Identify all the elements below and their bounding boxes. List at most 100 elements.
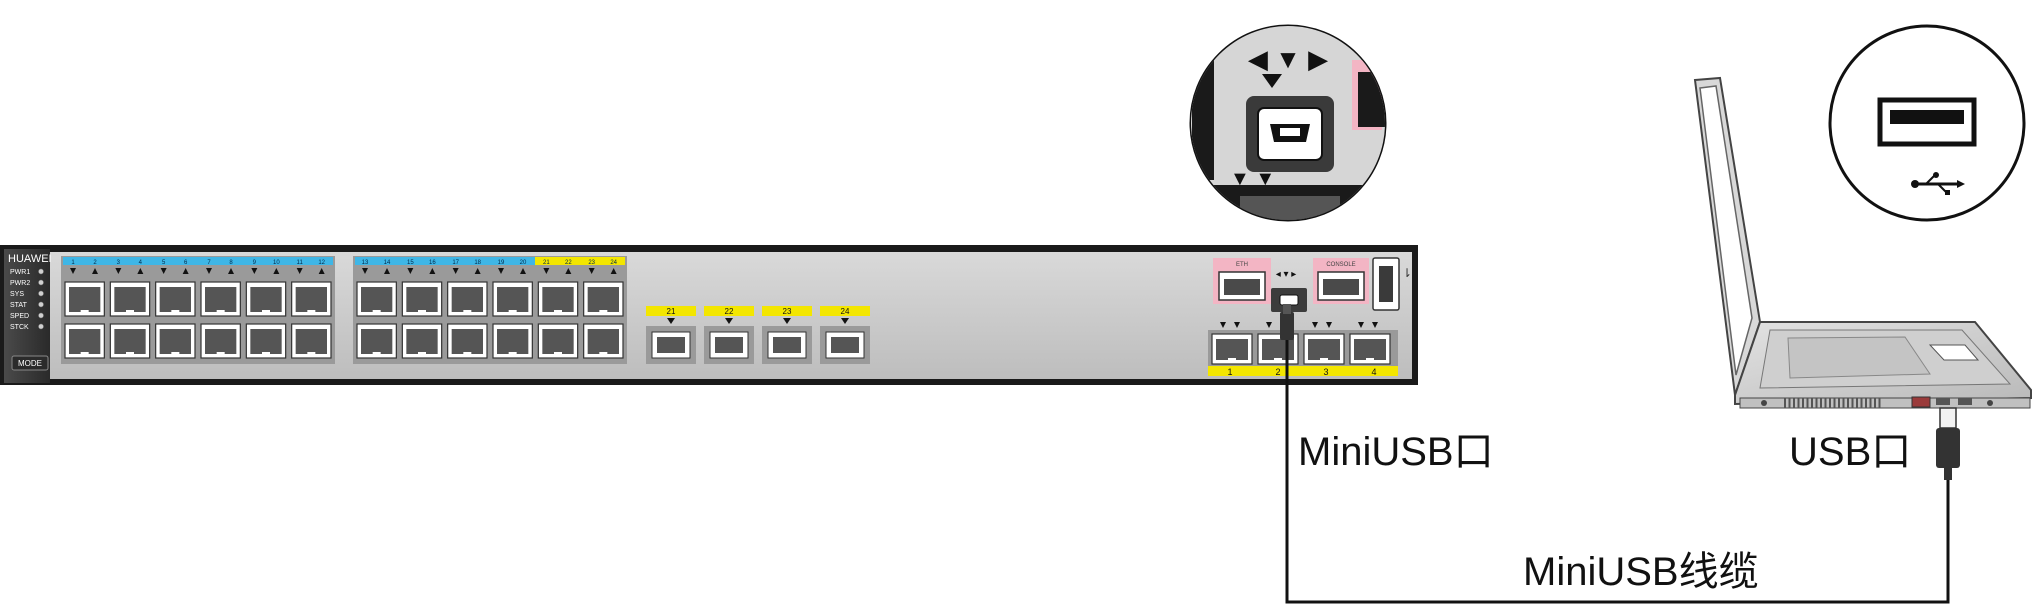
- zoom-left-port-edge: [1192, 60, 1214, 180]
- port-strip-2-yellow: [535, 257, 625, 265]
- port-number: 2: [93, 260, 97, 266]
- port-arrow-down: [452, 268, 459, 274]
- sfp-arrow: [841, 318, 849, 324]
- port-strip-1: [63, 257, 333, 265]
- port-arrow-up: [318, 268, 325, 274]
- laptop-vent-slot: [1874, 398, 1876, 408]
- sfp-arrow: [725, 318, 733, 324]
- zoom-circle-content: ◀ ▼ ▶ ▼ ▼: [1191, 26, 1385, 220]
- laptop-side-jack-2: [1987, 400, 1993, 406]
- ethernet-port-jack: [1262, 339, 1294, 360]
- port-arrow-down: [498, 268, 504, 274]
- port-arrow-down: [296, 268, 303, 274]
- led-label: STCK: [10, 324, 29, 331]
- ethernet-port-jack: [69, 287, 101, 312]
- mode-label: MODE: [18, 359, 42, 368]
- right-port-arrow: [1312, 322, 1318, 328]
- ethernet-port-jack: [159, 329, 191, 354]
- laptop-eth-port: [1911, 396, 1931, 408]
- led-indicator: [38, 279, 44, 286]
- port-arrow-up: [565, 268, 572, 274]
- laptop-vent-slot: [1802, 398, 1804, 408]
- port-number: 1: [71, 260, 75, 266]
- ethernet-port-jack: [114, 329, 146, 354]
- ethernet-port-jack: [361, 287, 393, 312]
- ethernet-port-jack: [1308, 339, 1340, 360]
- ethernet-port-jack: [542, 329, 574, 354]
- port-arrow-up: [474, 268, 481, 274]
- ethernet-port-jack: [497, 287, 529, 312]
- laptop-screen: [1699, 85, 1753, 376]
- eth-port-jack: [1224, 279, 1260, 295]
- laptop-vent-slot: [1829, 398, 1831, 408]
- ethernet-port-latch: [463, 310, 472, 314]
- ethernet-port-jack: [406, 329, 438, 354]
- right-port-number: 2: [1275, 367, 1280, 377]
- laptop-vent-slot: [1833, 398, 1836, 408]
- mode-button[interactable]: [11, 355, 49, 371]
- mini-usb-plug-tip: [1283, 304, 1291, 314]
- ethernet-port-latch: [599, 310, 608, 314]
- ethernet-port-latch: [372, 352, 381, 356]
- port-number: 20: [520, 260, 527, 266]
- laptop-vent-slot: [1842, 398, 1845, 408]
- ethernet-port-jack: [205, 287, 237, 312]
- laptop-vent-slot: [1851, 398, 1854, 408]
- laptop-usb-port-2[interactable]: [1958, 398, 1972, 405]
- port-number: 15: [407, 260, 414, 266]
- ethernet-port-latch: [554, 310, 562, 314]
- port-arrow-up: [92, 268, 98, 274]
- sfp-label-strip: [646, 306, 696, 316]
- port-arrow-up: [429, 268, 436, 274]
- laptop-vent-slot: [1860, 398, 1863, 408]
- zoom-mini-usb-pins: [1280, 128, 1300, 136]
- ethernet-port-latch: [216, 352, 225, 356]
- laptop-side-edge: [1739, 397, 2031, 409]
- switch-brand: HUAWEI: [8, 253, 52, 265]
- port-number: 13: [362, 260, 369, 266]
- usb-port-contacts: [1890, 110, 1964, 124]
- laptop-usb-port-1[interactable]: [1936, 398, 1950, 405]
- sfp-number: 23: [783, 307, 792, 316]
- zoom-bottom-port-jacks: [1240, 196, 1340, 220]
- port-arrow-down: [251, 268, 258, 274]
- sfp-number: 24: [841, 307, 850, 316]
- port-number: 7: [207, 260, 211, 266]
- port-number: 19: [498, 260, 505, 266]
- usb-plug: [1936, 428, 1960, 468]
- port-arrow-down: [115, 268, 122, 274]
- ethernet-port-jack: [250, 329, 282, 354]
- console-port-jack: [1323, 279, 1359, 295]
- ethernet-port-jack: [406, 287, 438, 312]
- ethernet-port-latch: [126, 352, 134, 356]
- right-port-number: 4: [1371, 367, 1376, 377]
- ethernet-port-latch: [262, 352, 270, 356]
- ethernet-port-latch: [1228, 358, 1236, 362]
- port-arrow-up: [610, 268, 617, 274]
- laptop-vent-slot: [1847, 398, 1849, 408]
- port-arrow-up: [384, 268, 390, 274]
- laptop-vent-slot: [1865, 398, 1867, 408]
- eth-label: ETH: [1236, 262, 1248, 268]
- ethernet-port-jack: [114, 287, 146, 312]
- led-indicator: [38, 323, 44, 330]
- usb-zoom-circle: [1828, 24, 2026, 222]
- right-port-arrow: [1220, 322, 1226, 328]
- laptop-vent-slot: [1788, 398, 1791, 408]
- laptop-vent-slot: [1815, 398, 1818, 408]
- port-arrow-up: [182, 268, 189, 274]
- mini-usb-port-icon[interactable]: [1279, 294, 1299, 306]
- ethernet-port-jack: [295, 287, 327, 312]
- mini-usb-zoom-circle: ◀ ▼ ▶ ▼ ▼: [1189, 24, 1387, 222]
- ethernet-port-jack: [587, 329, 619, 354]
- laptop-vent-slot: [1806, 398, 1809, 408]
- right-port-number: 1: [1227, 367, 1232, 377]
- led-label: SYS: [10, 291, 24, 298]
- ethernet-port-jack: [451, 287, 483, 312]
- laptop-icon: [1693, 76, 2032, 409]
- ethernet-port-latch: [1366, 358, 1374, 362]
- ethernet-port-latch: [418, 310, 426, 314]
- port-arrow-down: [362, 268, 368, 274]
